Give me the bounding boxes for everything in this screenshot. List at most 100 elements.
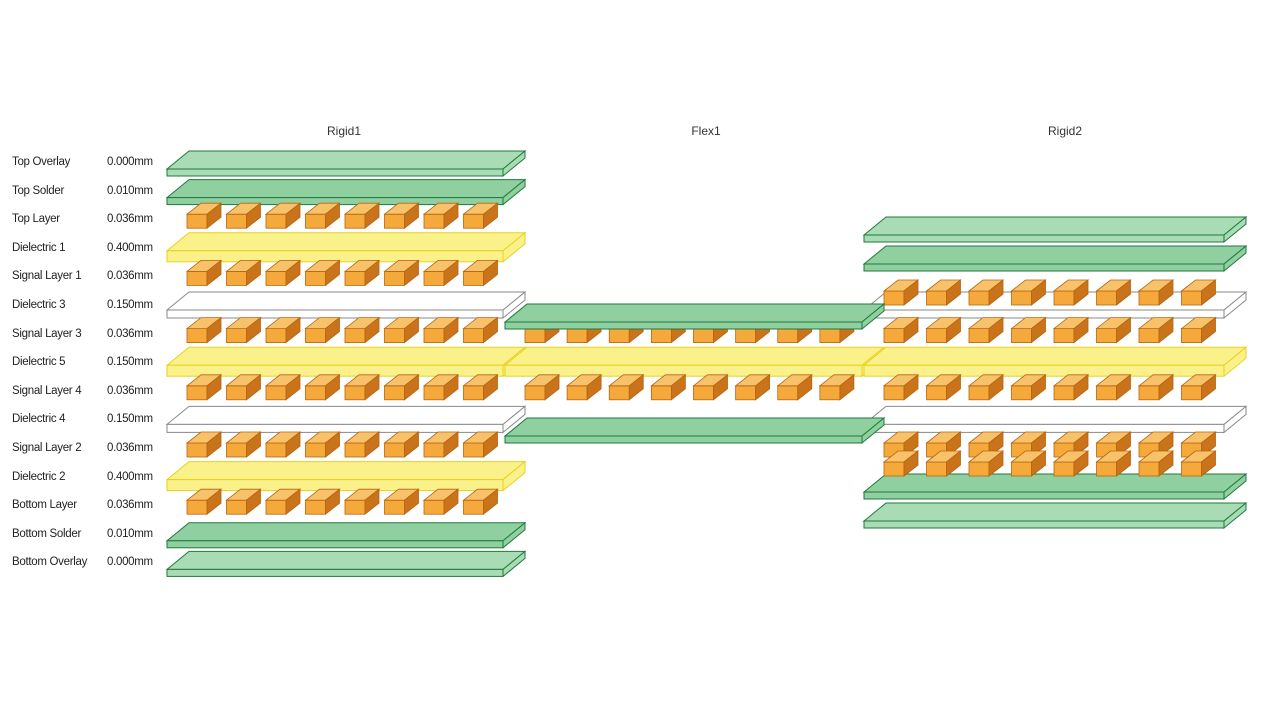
layer-name-label: Bottom Solder <box>12 528 81 540</box>
copper-trace <box>422 202 460 230</box>
copper-trace <box>608 373 645 401</box>
layer-name-label: Top Overlay <box>12 156 71 168</box>
layer-thickness-label: 0.036mm <box>107 328 153 340</box>
copper-trace <box>225 431 262 458</box>
copper-trace <box>1010 450 1047 477</box>
copper-trace <box>462 202 499 230</box>
copper-trace <box>185 316 223 344</box>
copper-trace <box>925 373 962 401</box>
layer-rigid1 <box>165 346 527 378</box>
layer-thickness-label: 0.000mm <box>107 156 153 168</box>
layer-rigid1 <box>165 550 527 578</box>
layer-name-label: Signal Layer 1 <box>12 270 82 282</box>
copper-trace <box>383 488 420 516</box>
copper-trace <box>343 202 381 230</box>
copper-trace <box>1180 450 1217 477</box>
layer-flex1 <box>503 416 886 445</box>
copper-trace <box>264 431 302 458</box>
copper-trace <box>967 316 1005 344</box>
copper-trace <box>343 431 381 458</box>
copper-trace <box>967 279 1005 306</box>
copper-trace <box>343 316 381 344</box>
copper-trace <box>304 202 341 230</box>
layer-rigid2 <box>862 472 1248 501</box>
copper-trace <box>343 373 381 401</box>
copper-trace <box>422 259 460 287</box>
copper-trace <box>462 373 499 401</box>
copper-trace <box>1052 373 1090 401</box>
layer-rigid1 <box>165 460 527 492</box>
layer-name-label: Signal Layer 3 <box>12 328 82 340</box>
copper-trace <box>565 373 603 401</box>
copper-trace <box>1137 431 1175 458</box>
copper-trace <box>523 373 561 401</box>
copper-trace <box>1052 279 1090 306</box>
copper-trace <box>383 259 420 287</box>
layer-thickness-label: 0.400mm <box>107 471 153 483</box>
layer-name-label: Bottom Layer <box>12 499 77 511</box>
copper-trace <box>185 373 223 401</box>
copper-trace <box>264 202 302 230</box>
copper-trace <box>304 316 341 344</box>
copper-trace <box>383 373 420 401</box>
copper-trace <box>304 373 341 401</box>
copper-trace <box>304 488 341 516</box>
layer-rigid2 <box>862 501 1248 530</box>
layer-name-label: Signal Layer 2 <box>12 442 82 454</box>
copper-trace <box>343 259 381 287</box>
layer-thickness-label: 0.036mm <box>107 270 153 282</box>
copper-trace <box>967 373 1005 401</box>
copper-trace <box>1180 373 1217 401</box>
layer-rigid1 <box>165 178 527 206</box>
copper-trace <box>1052 316 1090 344</box>
copper-trace <box>225 488 262 516</box>
copper-trace <box>185 202 223 230</box>
section-label-rigid1: Rigid1 <box>326 124 362 138</box>
copper-trace <box>264 488 302 516</box>
layer-flex1 <box>503 302 886 331</box>
layer-thickness-label: 0.036mm <box>107 213 153 225</box>
layer-thickness-label: 0.150mm <box>107 299 153 311</box>
copper-trace <box>967 450 1005 477</box>
copper-trace <box>383 316 420 344</box>
copper-trace <box>1095 450 1132 477</box>
copper-trace <box>225 259 262 287</box>
copper-trace <box>925 316 962 344</box>
copper-trace <box>383 202 420 230</box>
layer-rigid1 <box>165 290 527 320</box>
copper-trace <box>1137 279 1175 306</box>
copper-trace <box>882 279 920 306</box>
copper-trace <box>925 279 962 306</box>
copper-trace <box>818 373 856 401</box>
layer-thickness-label: 0.036mm <box>107 442 153 454</box>
layer-thickness-label: 0.150mm <box>107 413 153 425</box>
layer-flex1 <box>503 346 886 378</box>
copper-trace <box>1010 279 1047 306</box>
copper-trace <box>304 259 341 287</box>
copper-trace <box>422 373 460 401</box>
layer-name-label: Top Layer <box>12 213 60 225</box>
layer-name-label: Dielectric 1 <box>12 242 66 254</box>
copper-trace <box>925 450 962 477</box>
copper-trace <box>1137 316 1175 344</box>
layer-rigid2 <box>862 244 1248 273</box>
copper-trace <box>776 373 813 401</box>
copper-trace <box>422 316 460 344</box>
layer-name-label: Top Solder <box>12 185 64 197</box>
copper-trace <box>882 373 920 401</box>
copper-trace <box>1180 316 1217 344</box>
copper-trace <box>734 373 771 401</box>
copper-trace <box>185 431 223 458</box>
layer-name-label: Bottom Overlay <box>12 556 88 568</box>
copper-trace <box>462 431 499 458</box>
copper-trace <box>462 259 499 287</box>
copper-trace <box>650 373 687 401</box>
copper-trace <box>264 316 302 344</box>
layer-rigid1 <box>165 231 527 263</box>
layer-thickness-label: 0.036mm <box>107 385 153 397</box>
layer-thickness-label: 0.000mm <box>107 556 153 568</box>
copper-trace <box>1137 373 1175 401</box>
layer-rigid2 <box>862 215 1248 244</box>
copper-trace <box>1010 373 1047 401</box>
